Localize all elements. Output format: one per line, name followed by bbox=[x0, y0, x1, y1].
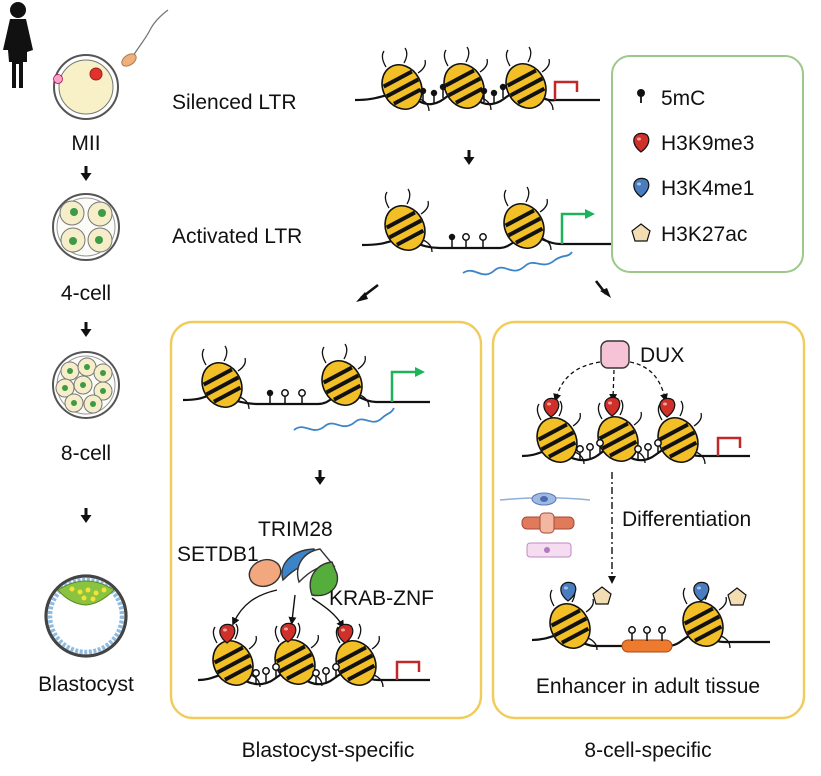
legend: 5mC H3K9me3 H3K4me1 H3K27ac bbox=[611, 55, 804, 273]
blastocyst-icon bbox=[44, 574, 128, 658]
mii-oocyte-icon bbox=[53, 54, 119, 120]
down-arrow-icon bbox=[79, 506, 93, 525]
setdb1-protein bbox=[248, 558, 282, 588]
stage-label-4-cell: 4-cell bbox=[61, 282, 111, 305]
blastocyst-specific-panel: SETDB1 TRIM28 KRAB-ZNF bbox=[169, 320, 483, 720]
enhancer-element bbox=[621, 639, 673, 653]
four-cell-embryo-icon bbox=[52, 193, 120, 261]
setdb1-label: SETDB1 bbox=[177, 543, 259, 566]
krab-znf-protein bbox=[309, 561, 339, 597]
down-arrow-icon bbox=[79, 320, 93, 339]
stage-label-mii: MII bbox=[71, 132, 100, 155]
eight-cell-specific-caption: 8-cell-specific bbox=[584, 739, 711, 762]
tissue-cells-icon bbox=[499, 492, 591, 558]
blastocyst-specific-caption: Blastocyst-specific bbox=[242, 739, 415, 762]
trim28-label: TRIM28 bbox=[258, 518, 333, 541]
stage-label-blastocyst: Blastocyst bbox=[38, 673, 134, 696]
differentiation-label: Differentiation bbox=[622, 508, 751, 531]
enhancer-label: Enhancer in adult tissue bbox=[536, 675, 760, 698]
rna-transcript bbox=[462, 251, 573, 276]
dux-label: DUX bbox=[640, 344, 684, 367]
krab-znf-label: KRAB-ZNF bbox=[329, 587, 434, 610]
woman-silhouette-icon bbox=[3, 2, 33, 88]
down-arrow-icon bbox=[462, 148, 476, 167]
silenced-ltr-label: Silenced LTR bbox=[172, 91, 297, 114]
legend-label-h3k9me3: H3K9me3 bbox=[661, 132, 754, 155]
legend-label-h3k4me1: H3K4me1 bbox=[661, 177, 754, 200]
sperm-icon bbox=[121, 9, 169, 67]
legend-label-5mc: 5mC bbox=[661, 87, 705, 110]
krab-complex bbox=[248, 548, 339, 597]
silenced-ltr-row: Silenced LTR bbox=[172, 45, 600, 119]
eight-cell-embryo-icon bbox=[52, 351, 120, 419]
stage-column: MII 4-cell bbox=[3, 2, 169, 696]
stage-label-8-cell: 8-cell bbox=[61, 442, 111, 465]
promoter-off-icon bbox=[553, 80, 579, 102]
activated-ltr-label: Activated LTR bbox=[172, 225, 302, 248]
lollipop-icon bbox=[637, 89, 645, 103]
eight-cell-specific-panel: DUX Differentiation bbox=[491, 320, 806, 720]
legend-label-h3k27ac: H3K27ac bbox=[661, 223, 747, 246]
activated-ltr-row: Activated LTR bbox=[172, 185, 612, 302]
promoter-on-icon bbox=[562, 214, 590, 244]
dux-protein-icon bbox=[600, 340, 630, 369]
down-arrow-icon bbox=[79, 164, 93, 183]
